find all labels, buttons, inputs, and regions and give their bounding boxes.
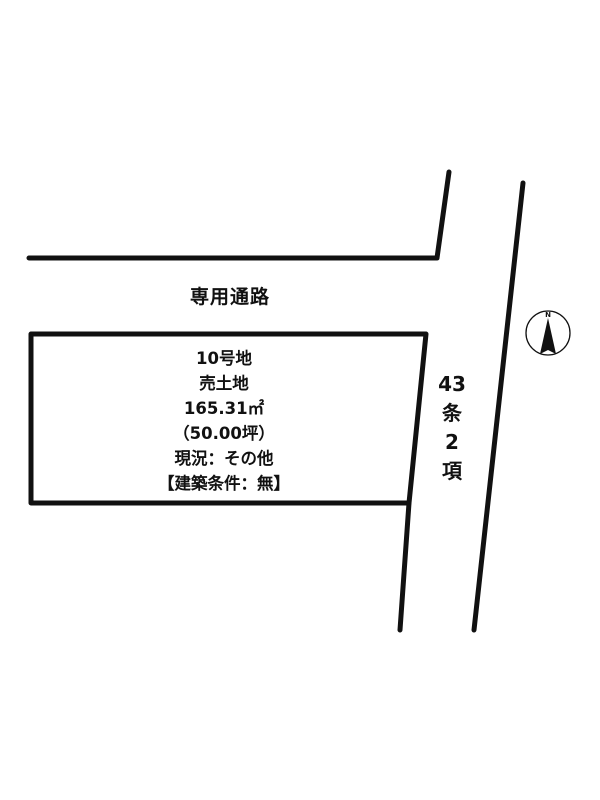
passage-boundary-line (26, 169, 452, 261)
article-label-line: 条 (442, 401, 462, 425)
lot-number: 10号地 (196, 349, 252, 368)
compass-arrow (540, 318, 556, 354)
article-label-line: 43 (438, 372, 466, 396)
article-label-line: 2 (445, 430, 459, 454)
article-43-2-label: 43 条 2 項 (427, 370, 477, 486)
lot-type: 売土地 (199, 374, 249, 393)
road-right-edge (471, 180, 526, 633)
lot-info: 10号地 売土地 165.31㎡ （50.00坪） 現況：その他 【建築条件：無… (35, 346, 413, 496)
lot-area-tsubo: （50.00坪） (173, 424, 275, 443)
north-compass-icon: N (525, 310, 571, 356)
compass-north-label: N (545, 311, 551, 319)
road-left-edge (397, 500, 412, 633)
road-label: 専用通路 (190, 286, 271, 308)
article-label-line: 項 (442, 459, 462, 483)
lot-area-sqm: 165.31㎡ (183, 399, 265, 418)
lot-building-condition: 【建築条件：無】 (158, 474, 290, 493)
lot-current-status: 現況：その他 (174, 449, 274, 468)
